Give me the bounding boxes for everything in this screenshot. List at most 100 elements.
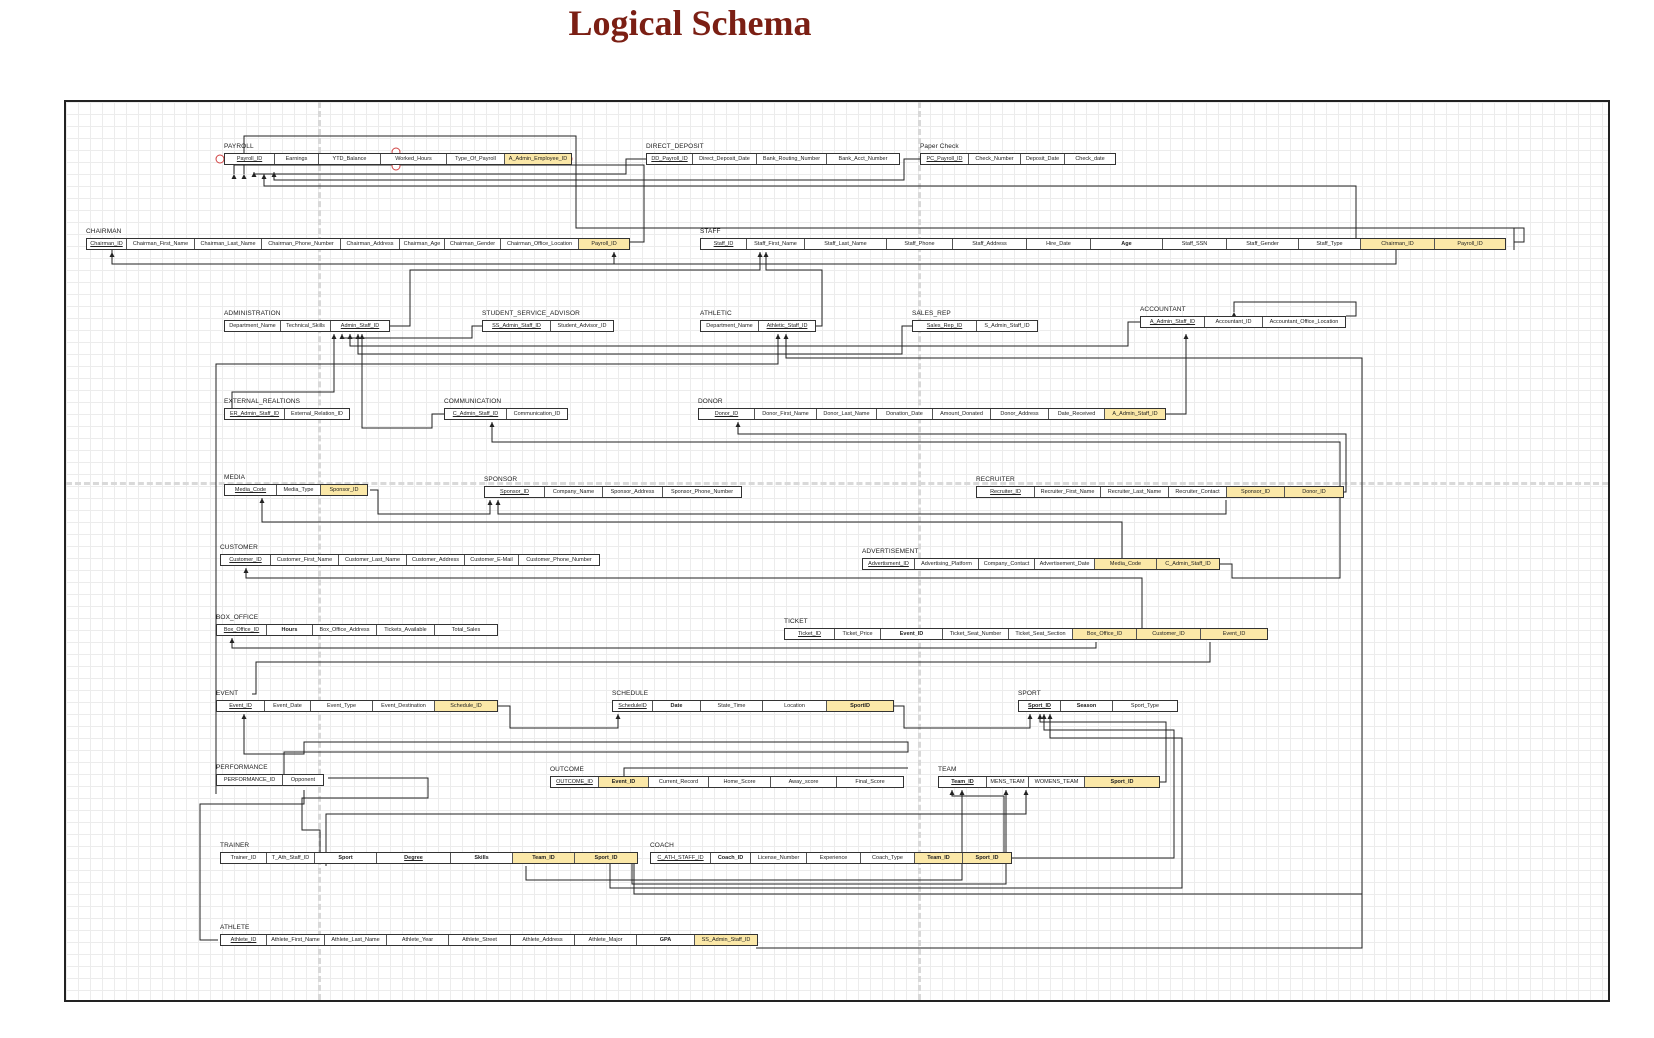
attribute[interactable]: Athlete_Address: [511, 935, 575, 945]
attribute[interactable]: Chairman_Address: [341, 239, 400, 249]
primary-key-attribute[interactable]: Sport_ID: [1019, 701, 1061, 711]
attribute[interactable]: Deposit_Date: [1021, 154, 1065, 164]
attribute[interactable]: MENS_TEAM: [987, 777, 1029, 787]
attribute[interactable]: Department_Name: [225, 321, 281, 331]
attribute[interactable]: Chairman_Phone_Number: [262, 239, 341, 249]
attribute[interactable]: Final_Score: [855, 779, 885, 785]
attribute[interactable]: PERFORMANCE_ID: [217, 775, 283, 785]
attribute[interactable]: Total_Sales: [451, 627, 481, 633]
attribute[interactable]: Worked_Hours: [381, 154, 447, 164]
primary-key-attribute[interactable]: DD_Payroll_ID: [647, 154, 693, 164]
attribute[interactable]: Staff_Last_Name: [805, 239, 887, 249]
attribute[interactable]: Coach_Type: [861, 853, 915, 863]
foreign-key-attribute[interactable]: SS_Admin_Staff_ID: [695, 935, 757, 945]
primary-key-attribute[interactable]: C_Admin_Staff_ID: [445, 409, 507, 419]
foreign-key-attribute[interactable]: Sponsor_ID: [1227, 487, 1285, 497]
attribute[interactable]: YTD_Balance: [319, 154, 381, 164]
attribute[interactable]: Staff_SSN: [1163, 239, 1227, 249]
attribute[interactable]: Chairman_Office_Location: [501, 239, 579, 249]
primary-key-attribute[interactable]: Customer_ID: [221, 555, 271, 565]
attribute[interactable]: Recruiter_Contact: [1169, 487, 1227, 497]
attribute[interactable]: Company_Name: [545, 487, 603, 497]
attribute[interactable]: Ticket_Seat_Number: [943, 629, 1009, 639]
primary-key-attribute[interactable]: Box_Office_ID: [217, 625, 267, 635]
attribute[interactable]: Media_Type: [277, 485, 321, 495]
attribute[interactable]: Event_ID: [881, 629, 943, 639]
primary-key-attribute[interactable]: Sales_Rep_ID: [913, 321, 977, 331]
primary-key-attribute[interactable]: C_ATH_STAFF_ID: [651, 853, 711, 863]
foreign-key-attribute[interactable]: Schedule_ID: [435, 701, 497, 711]
primary-key-attribute[interactable]: PC_Payroll_ID: [921, 154, 969, 164]
attribute[interactable]: Sport: [315, 853, 377, 863]
attribute[interactable]: Event_Type: [311, 701, 373, 711]
foreign-key-attribute[interactable]: Event_ID: [1201, 629, 1267, 639]
foreign-key-attribute[interactable]: A_Admin_Employee_ID: [505, 154, 571, 164]
foreign-key-attribute[interactable]: Sport_ID: [1085, 777, 1159, 787]
attribute[interactable]: Skills: [451, 853, 513, 863]
attribute[interactable]: Check_date: [1075, 156, 1105, 162]
attribute[interactable]: Staff_Phone: [887, 239, 953, 249]
attribute[interactable]: S_Admin_Staff_ID: [984, 323, 1030, 329]
attribute[interactable]: Staff_Gender: [1227, 239, 1299, 249]
attribute[interactable]: Coach_ID: [711, 853, 751, 863]
foreign-key-attribute[interactable]: Sport_ID: [575, 853, 637, 863]
attribute[interactable]: Check_Number: [969, 154, 1021, 164]
attribute[interactable]: Date_Received: [1049, 409, 1105, 419]
attribute[interactable]: Season: [1061, 701, 1113, 711]
foreign-key-attribute[interactable]: Event_ID: [599, 777, 649, 787]
attribute[interactable]: Staff_Address: [953, 239, 1027, 249]
attribute[interactable]: Donation_Date: [877, 409, 933, 419]
attribute[interactable]: Hire_Date: [1027, 239, 1091, 249]
attribute[interactable]: Advertising_Platform: [915, 559, 979, 569]
primary-key-attribute[interactable]: Event_ID: [217, 701, 265, 711]
attribute[interactable]: Communication_ID: [513, 411, 561, 417]
attribute[interactable]: Bank_Acct_Number: [838, 156, 888, 162]
primary-key-attribute[interactable]: Ticket_ID: [785, 629, 835, 639]
attribute[interactable]: Donor_Address: [991, 409, 1049, 419]
primary-key-attribute[interactable]: Advertisment_ID: [863, 559, 915, 569]
attribute[interactable]: Athlete_Last_Name: [325, 935, 387, 945]
attribute[interactable]: Company_Contact: [979, 559, 1035, 569]
attribute[interactable]: Sponsor_Phone_Number: [670, 489, 734, 495]
attribute[interactable]: Ticket_Seat_Section: [1009, 629, 1073, 639]
primary-key-attribute[interactable]: SS_Admin_Staff_ID: [483, 321, 551, 331]
attribute[interactable]: Recruiter_First_Name: [1035, 487, 1101, 497]
primary-key-attribute[interactable]: Degree: [377, 853, 451, 863]
attribute[interactable]: T_Ath_Staff_ID: [267, 853, 315, 863]
primary-key-attribute[interactable]: Sponsor_ID: [485, 487, 545, 497]
attribute[interactable]: Advertisement_Date: [1035, 559, 1095, 569]
attribute[interactable]: Age: [1091, 239, 1163, 249]
foreign-key-attribute[interactable]: Sponsor_ID: [321, 485, 367, 495]
attribute[interactable]: Donor_First_Name: [755, 409, 817, 419]
primary-key-attribute[interactable]: Media_Code: [225, 485, 277, 495]
attribute[interactable]: Ticket_Price: [835, 629, 881, 639]
attribute[interactable]: Athlete_Street: [449, 935, 511, 945]
attribute[interactable]: Athlete_Year: [387, 935, 449, 945]
primary-key-attribute[interactable]: Payroll_ID: [225, 154, 275, 164]
foreign-key-attribute[interactable]: Team_ID: [915, 853, 963, 863]
primary-key-attribute[interactable]: ER_Admin_Staff_ID: [225, 409, 285, 419]
attribute[interactable]: Department_Name: [701, 321, 759, 331]
attribute[interactable]: Athlete_First_Name: [267, 935, 325, 945]
primary-key-attribute[interactable]: Admin_Staff_ID: [340, 323, 380, 329]
foreign-key-attribute[interactable]: Donor_ID: [1285, 487, 1343, 497]
attribute[interactable]: Donor_Last_Name: [817, 409, 877, 419]
foreign-key-attribute[interactable]: Media_Code: [1095, 559, 1157, 569]
attribute[interactable]: Hours: [267, 625, 313, 635]
attribute[interactable]: Staff_First_Name: [747, 239, 805, 249]
attribute[interactable]: Amount_Donated: [933, 409, 991, 419]
